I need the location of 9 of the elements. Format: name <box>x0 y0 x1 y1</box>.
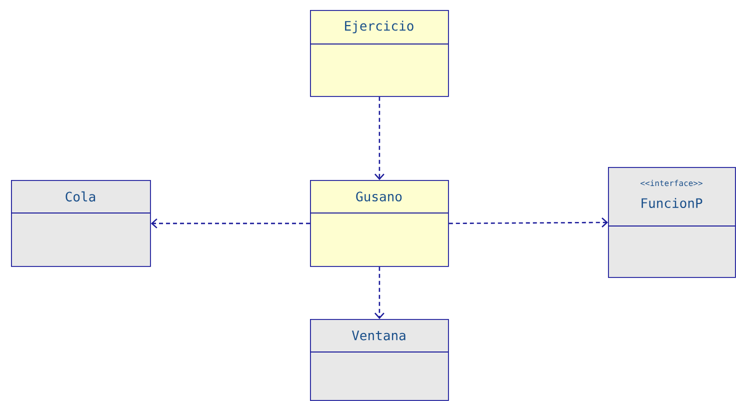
class-box: <<interface>> FuncionP <box>608 167 736 278</box>
class-box: Gusano <box>310 180 449 267</box>
class-box: Ventana <box>310 319 449 401</box>
class-box: Ejercicio <box>310 10 449 97</box>
dependency-arrow <box>374 96 384 180</box>
dependency-arrow <box>374 266 384 319</box>
class-box: Cola <box>10 180 151 267</box>
dependency-arrow <box>150 218 310 228</box>
dependency-arrow <box>448 218 608 228</box>
